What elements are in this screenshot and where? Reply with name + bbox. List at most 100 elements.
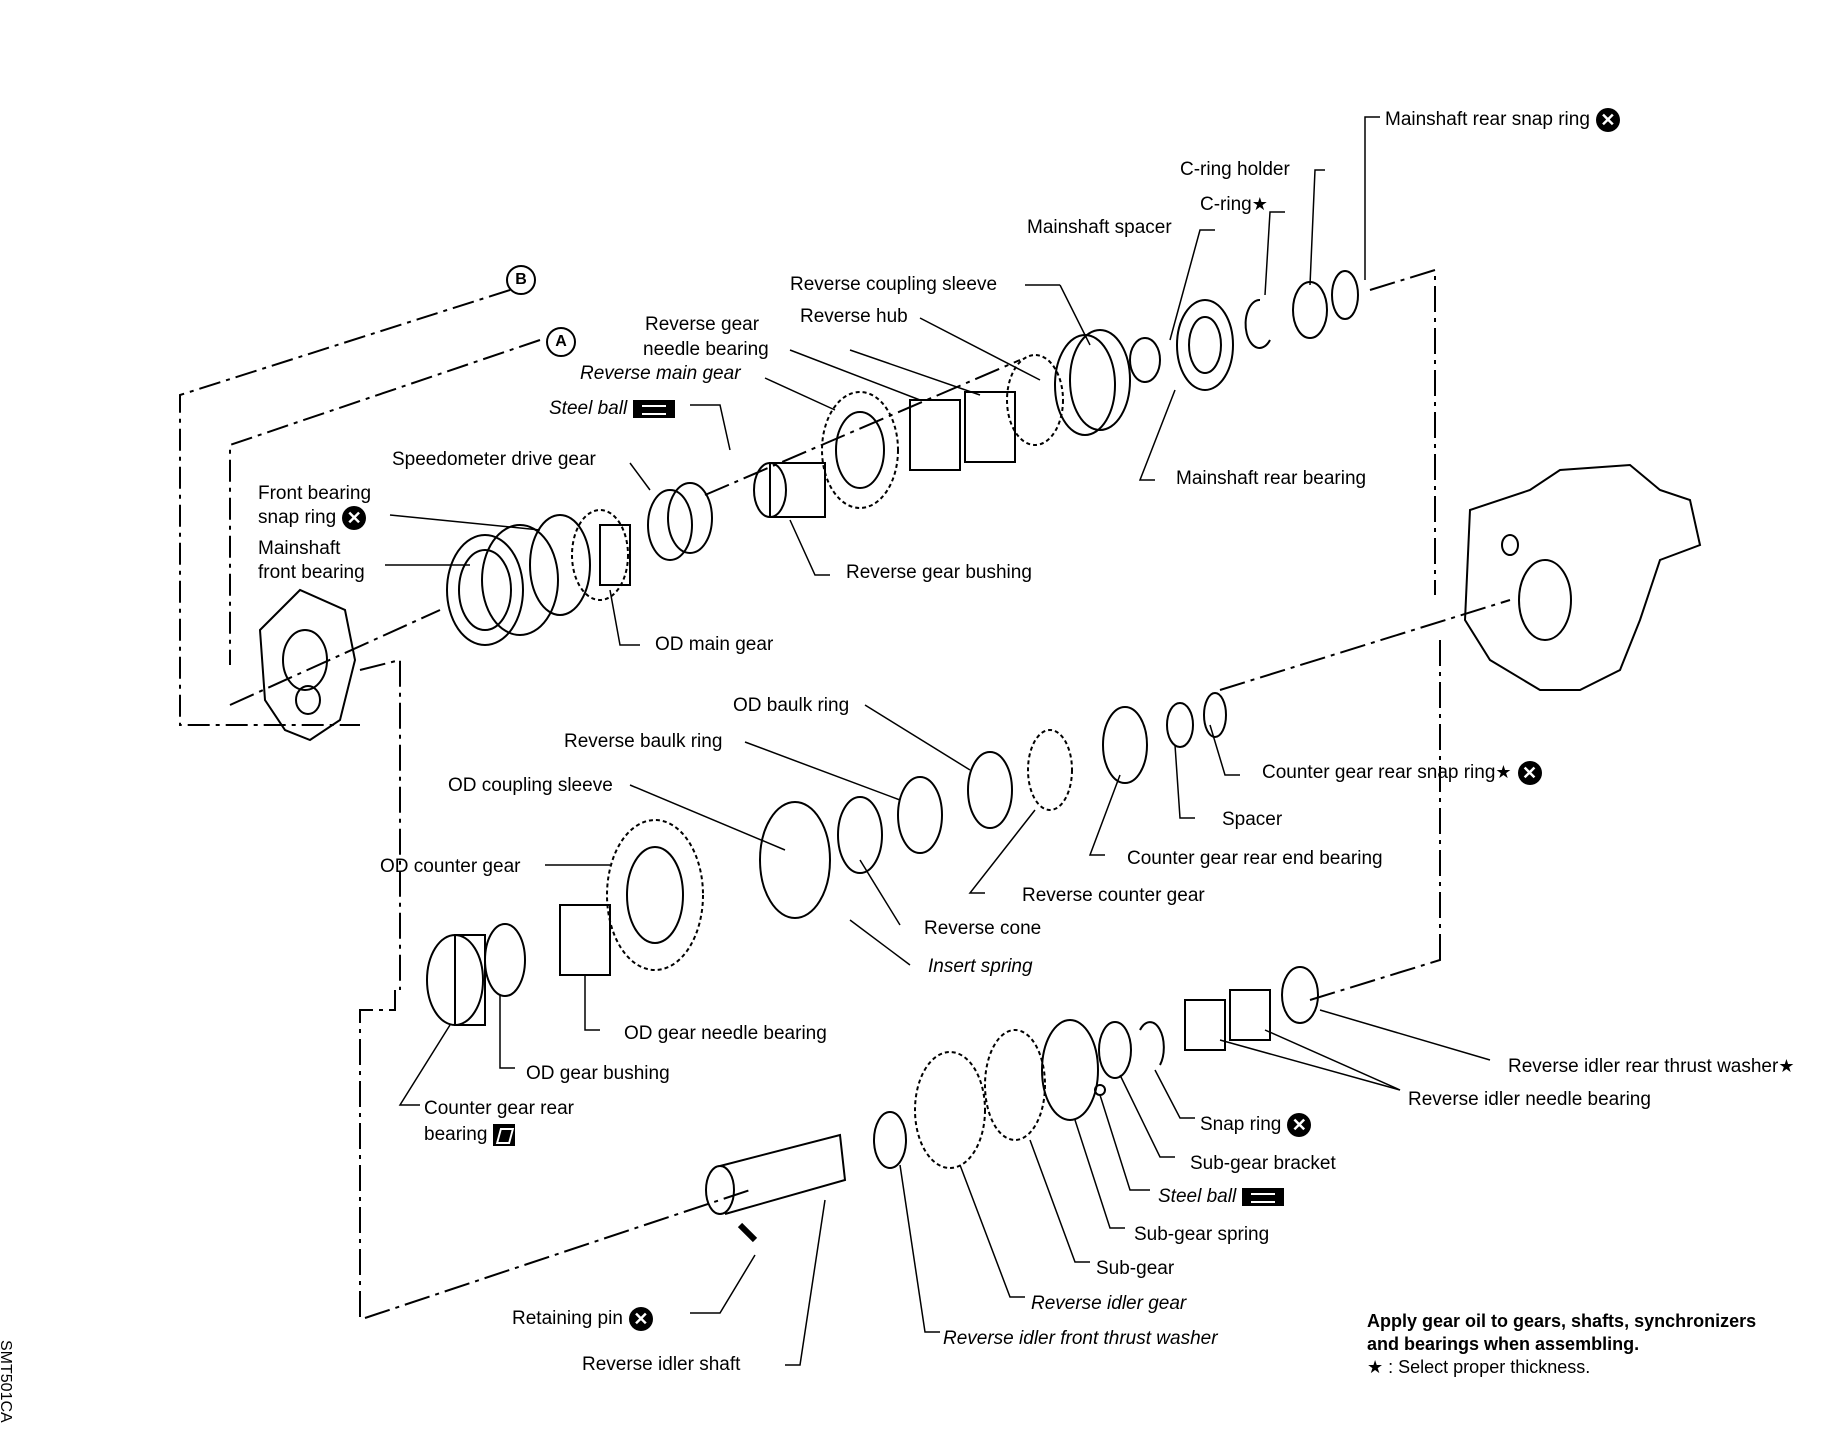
label-mainshaft-rear-snap-ring: Mainshaft rear snap ring✕ <box>1385 108 1620 132</box>
replace-icon: ✕ <box>342 506 367 530</box>
counter-gear-rear-snap-ring-drawing <box>1203 692 1227 738</box>
label-reverse-gear-needle-bearing-2: needle bearing <box>643 339 769 360</box>
assembly-note: Apply gear oil to gears, shafts, synchro… <box>1367 1310 1756 1379</box>
sub-gear-drawing <box>984 1029 1046 1141</box>
label-insert-spring: Insert spring <box>928 956 1033 977</box>
figure-code: SMT501CA <box>0 1340 14 1423</box>
shaft-centerline-counter <box>359 599 1511 990</box>
label-reverse-idler-front-thrust-washer: Reverse idler front thrust washer <box>943 1328 1218 1349</box>
reverse-counter-gear-drawing <box>1027 729 1073 811</box>
label-mainshaft-front-bearing-2: front bearing <box>258 562 365 583</box>
label-reverse-coupling-sleeve: Reverse coupling sleeve <box>790 274 998 295</box>
front-bearing-snap-ring <box>529 514 591 616</box>
label-od-baulk-ring: OD baulk ring <box>733 695 850 716</box>
label-c-ring-holder: C-ring holder <box>1180 159 1290 180</box>
marker-a: A <box>546 327 576 357</box>
star-icon: ★ <box>1778 1056 1795 1076</box>
label-counter-gear-rear-bearing-2: bearing <box>424 1123 516 1147</box>
mainshaft-front-bearing <box>446 524 559 646</box>
star-icon: ★ <box>1251 194 1268 214</box>
label-counter-gear-rear-end-bearing: Counter gear rear end bearing <box>1127 848 1383 869</box>
star-icon: ★ <box>1367 1357 1384 1377</box>
reverse-gear-bushing-drawing <box>753 462 826 518</box>
od-counter-gear-drawing <box>606 819 704 971</box>
label-sub-gear: Sub-gear <box>1096 1258 1175 1279</box>
label-sub-gear-bracket: Sub-gear bracket <box>1190 1153 1336 1174</box>
label-od-gear-bushing: OD gear bushing <box>526 1063 670 1084</box>
label-spacer: Spacer <box>1222 809 1283 830</box>
replace-icon: ✕ <box>1517 760 1542 785</box>
label-mainshaft-rear-bearing: Mainshaft rear bearing <box>1176 468 1367 489</box>
reverse-idler-needle-bearing-drawing <box>1184 989 1271 1051</box>
counter-gear-rear-end-bearing-drawing <box>1102 706 1148 784</box>
label-retaining-pin: Retaining pin✕ <box>512 1307 653 1331</box>
label-speedometer-drive-gear: Speedometer drive gear <box>392 449 596 470</box>
reverse-idler-front-thrust-washer-drawing <box>873 1111 907 1169</box>
star-icon: ★ <box>1495 762 1512 782</box>
od-baulk-ring-drawing <box>967 751 1013 829</box>
label-reverse-baulk-ring: Reverse baulk ring <box>564 731 723 752</box>
label-reverse-gear-needle-bearing-1: Reverse gear <box>645 314 760 335</box>
label-steel-ball-top: Steel ball <box>549 397 676 421</box>
od-coupling-sleeve-drawing <box>759 801 831 919</box>
label-reverse-idler-shaft: Reverse idler shaft <box>582 1354 741 1375</box>
mainshaft-spacer-drawing <box>1129 337 1161 383</box>
reverse-hub-drawing <box>1006 354 1064 446</box>
label-mainshaft-front-bearing-1: Mainshaft <box>258 538 341 559</box>
reverse-cone-drawing <box>837 796 883 874</box>
label-steel-ball-bottom: Steel ball <box>1158 1185 1285 1209</box>
gear-oil-icon <box>633 399 676 418</box>
front-adapter-plate <box>258 588 357 742</box>
reverse-idler-shaft-drawing <box>705 1133 847 1215</box>
reference-outline-a <box>229 339 541 665</box>
label-reverse-idler-needle-bearing: Reverse idler needle bearing <box>1408 1089 1651 1110</box>
label-od-main-gear: OD main gear <box>655 634 774 655</box>
od-main-gear-drawing <box>571 509 631 601</box>
counter-gear-rear-bearing-drawing <box>426 934 486 1026</box>
note-line-2: and bearings when assembling. <box>1367 1334 1640 1354</box>
shaft-centerline-idler <box>359 950 1441 1319</box>
label-reverse-counter-gear: Reverse counter gear <box>1022 885 1205 906</box>
od-gear-needle-bearing-drawing <box>559 904 611 976</box>
label-c-ring: C-ring★ <box>1200 194 1268 215</box>
marker-b: B <box>506 265 536 295</box>
mainshaft-rear-snap-ring-drawing <box>1331 270 1359 320</box>
reverse-main-gear-drawing <box>821 391 899 509</box>
reverse-coupling-sleeve-drawing <box>1054 329 1131 436</box>
label-od-counter-gear: OD counter gear <box>380 856 521 877</box>
grease-icon <box>493 1123 516 1146</box>
replace-icon: ✕ <box>1595 108 1620 132</box>
label-counter-gear-rear-snap-ring: Counter gear rear snap ring★✕ <box>1262 760 1542 785</box>
snap-ring-drawing <box>1139 1021 1165 1066</box>
leader-lines <box>385 116 1491 1366</box>
replace-icon: ✕ <box>1287 1113 1312 1137</box>
label-od-gear-needle-bearing: OD gear needle bearing <box>624 1023 827 1044</box>
c-ring-drawing <box>1244 298 1271 349</box>
label-reverse-cone: Reverse cone <box>924 918 1042 939</box>
reverse-idler-rear-thrust-washer-drawing <box>1281 966 1319 1024</box>
reverse-baulk-ring-drawing <box>897 776 943 854</box>
note-line-3: : Select proper thickness. <box>1383 1357 1591 1377</box>
c-ring-holder-drawing <box>1292 281 1328 339</box>
label-reverse-idler-gear: Reverse idler gear <box>1031 1293 1187 1314</box>
label-sub-gear-spring: Sub-gear spring <box>1134 1224 1270 1245</box>
label-mainshaft-spacer: Mainshaft spacer <box>1027 217 1172 238</box>
label-reverse-gear-bushing: Reverse gear bushing <box>846 562 1032 583</box>
sub-gear-spring-drawing <box>1041 1019 1099 1121</box>
sub-gear-bracket-drawing <box>1098 1021 1132 1079</box>
reverse-idler-gear-drawing <box>914 1051 986 1169</box>
label-snap-ring: Snap ring✕ <box>1200 1113 1312 1137</box>
label-front-bearing-snap-ring-2: snap ring✕ <box>258 506 367 530</box>
reference-outline-b <box>179 289 511 726</box>
replace-icon: ✕ <box>628 1307 653 1331</box>
retaining-pin-drawing <box>737 1222 758 1243</box>
label-reverse-hub: Reverse hub <box>800 306 908 327</box>
spacer-drawing <box>1166 702 1194 748</box>
transmission-case <box>1463 463 1702 691</box>
label-front-bearing-snap-ring-1: Front bearing <box>258 483 372 504</box>
label-reverse-main-gear: Reverse main gear <box>580 363 741 384</box>
label-od-coupling-sleeve: OD coupling sleeve <box>448 775 613 796</box>
gear-oil-icon <box>1242 1187 1285 1206</box>
note-line-1: Apply gear oil to gears, shafts, synchro… <box>1367 1311 1757 1331</box>
